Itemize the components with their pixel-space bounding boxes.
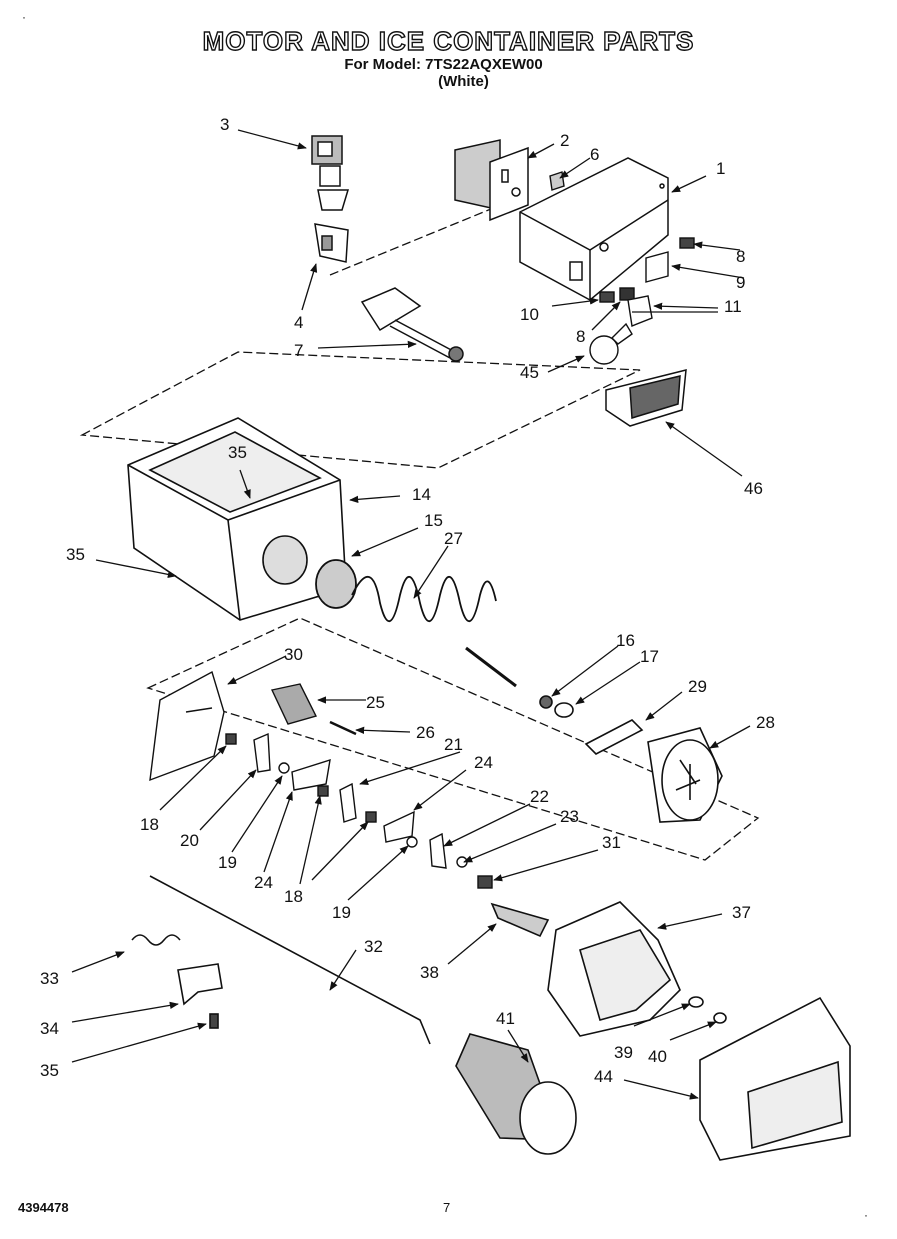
callout-23: 23 [560,807,579,826]
callout-18-right: 18 [284,887,303,906]
callout-numbers: 1 2 3 4 6 7 8 8 9 10 11 14 15 16 17 18 1… [40,115,775,1086]
part-valve [311,135,350,211]
callout-29: 29 [688,677,707,696]
model-subtitle: For Model: 7TS22AQXEW00 [344,56,543,73]
part-sleeve-and-chute [455,996,851,1161]
callout-17: 17 [640,647,659,666]
callout-3: 3 [220,115,229,134]
callout-31: 31 [602,833,621,852]
part-motor [454,139,529,222]
callout-21: 21 [444,735,463,754]
callout-35-middle: 35 [66,545,85,564]
callout-2: 2 [560,131,569,150]
callout-19-right: 19 [332,903,351,922]
part-auger [315,559,517,688]
callout-30: 30 [284,645,303,664]
callout-37: 37 [732,903,751,922]
callout-8-upper: 8 [736,247,745,266]
part-small-hardware [549,171,695,365]
callout-11: 11 [724,297,742,316]
callout-41: 41 [496,1009,515,1028]
callout-10: 10 [520,305,539,324]
page-number: 7 [443,1200,451,1215]
callout-8-lower: 8 [576,327,585,346]
callout-18-left: 18 [140,815,159,834]
callout-14: 14 [412,485,431,504]
callout-4: 4 [294,313,303,332]
part-cover [490,901,727,1037]
callout-40: 40 [648,1047,667,1066]
color-subtitle: (White) [438,73,489,90]
callout-22: 22 [530,787,549,806]
part-switch-arm [360,287,464,362]
callout-28: 28 [756,713,775,732]
callout-44: 44 [594,1067,613,1086]
callout-38: 38 [420,963,439,982]
callout-19-left: 19 [218,853,237,872]
callout-35-bottom: 35 [40,1061,59,1080]
callout-16: 16 [616,631,635,650]
part-motor-housing [519,157,669,301]
part-drum [539,695,723,823]
part-grille [605,369,687,427]
callout-24-upper: 24 [474,753,493,772]
part-rod-and-clips [131,875,431,1045]
corner-mark-top-left: · [22,10,26,24]
callout-39: 39 [614,1043,633,1062]
callout-26: 26 [416,723,435,742]
callout-6: 6 [590,145,599,164]
part-bracket [314,223,349,263]
page-title: MOTOR AND ICE CONTAINER PARTS [202,25,695,56]
callout-24-lower: 24 [254,873,273,892]
title-block: MOTOR AND ICE CONTAINER PARTS For Model:… [0,25,897,90]
callout-25: 25 [366,693,385,712]
callout-35-top: 35 [228,443,247,462]
callout-46: 46 [744,479,763,498]
corner-mark-bottom-right: · [864,1208,868,1222]
callout-32: 32 [364,937,383,956]
part-number: 4394478 [18,1200,69,1215]
part-crusher-assembly [149,670,493,889]
callout-34: 34 [40,1019,59,1038]
callout-27: 27 [444,529,463,548]
callout-15: 15 [424,511,443,530]
callout-1: 1 [716,159,725,178]
callout-20: 20 [180,831,199,850]
callout-33: 33 [40,969,59,988]
callout-7: 7 [294,341,303,360]
leader-lines [71,129,751,1100]
callout-9: 9 [736,273,745,292]
part-ice-container [127,417,347,621]
callout-45: 45 [520,363,539,382]
